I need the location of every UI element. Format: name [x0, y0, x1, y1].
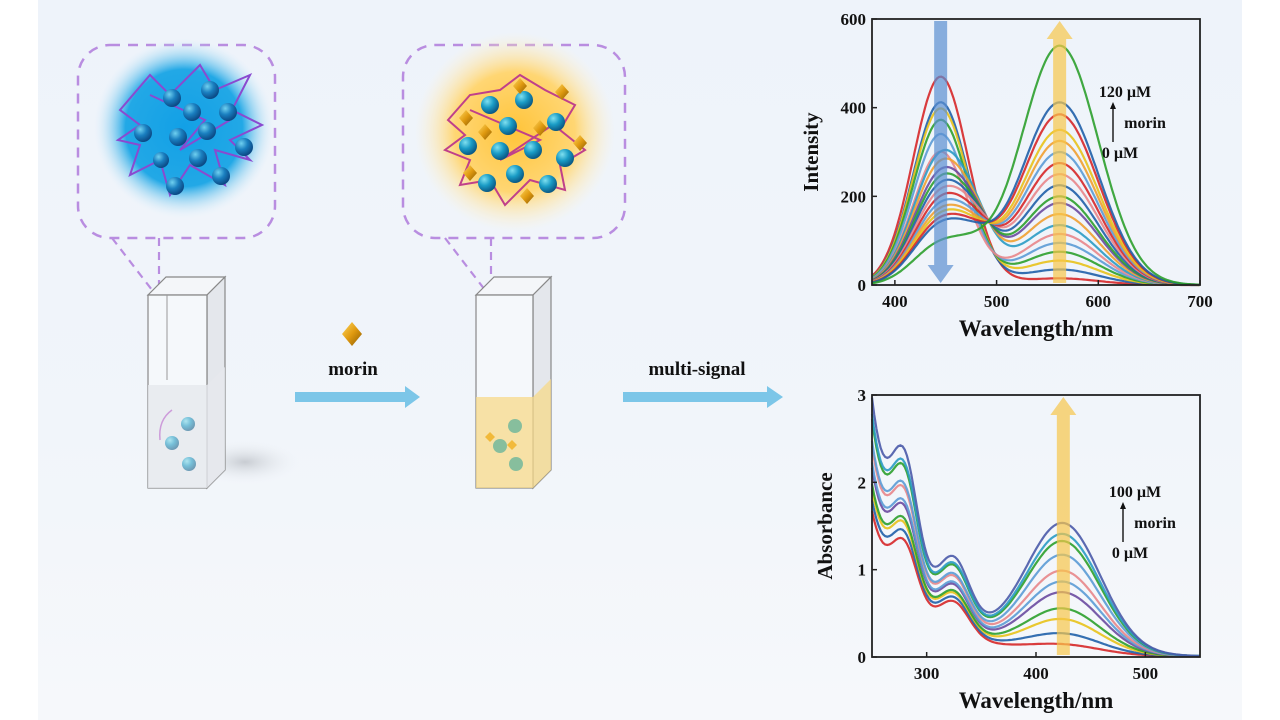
x-tick-label: 700	[1187, 292, 1213, 311]
series-line-10	[870, 397, 1200, 657]
complex-zoom-callout	[401, 32, 627, 292]
x-tick-label: 500	[984, 292, 1010, 311]
x-tick-label: 500	[1133, 664, 1159, 683]
plot-frame	[871, 18, 1201, 286]
x-axis-title: Wavelength/nm	[959, 316, 1114, 341]
x-tick-label: 300	[914, 664, 940, 683]
concentration-max-label: 100 µM	[1109, 484, 1161, 501]
y-tick-label: 2	[858, 473, 867, 492]
concentration-min-label: 0 µM	[1112, 545, 1148, 562]
morin-molecules	[459, 78, 587, 204]
x-tick-label: 400	[882, 292, 908, 311]
cuvette-complex	[474, 275, 553, 490]
blue-fluorescence-glow	[94, 38, 274, 218]
series-line-7	[870, 440, 1200, 658]
y-axis-title: Intensity	[799, 112, 823, 192]
cuvette-probe	[146, 275, 300, 490]
cuvette-solution	[476, 379, 551, 488]
nanoparticle-cluster	[134, 81, 253, 195]
y-tick-label: 0	[858, 648, 867, 667]
x-axis-title: Wavelength/nm	[959, 688, 1114, 713]
x-tick-label: 400	[1023, 664, 1049, 683]
morin-label: morin	[328, 359, 378, 380]
dashed-connector	[444, 237, 486, 291]
add-morin-step: morin	[295, 322, 420, 408]
y-axis-title: Absorbance	[813, 472, 837, 579]
y-tick-label: 200	[841, 187, 867, 206]
y-tick-label: 400	[841, 99, 867, 118]
trend-arrow-up-icon	[1050, 397, 1077, 655]
analyte-label: morin	[1124, 115, 1166, 132]
morin-diamond-icon	[342, 322, 362, 346]
y-tick-label: 3	[858, 386, 867, 405]
trend-arrow-up-icon	[1046, 21, 1073, 283]
multi-signal-label: multi-signal	[648, 359, 745, 380]
yellow-fluorescence-glow	[415, 32, 615, 232]
series-line-18	[871, 44, 1200, 286]
x-tick-label: 600	[1086, 292, 1112, 311]
multi-signal-step: multi-signal	[623, 359, 783, 408]
y-tick-label: 600	[841, 10, 867, 29]
arrow-up-icon	[1110, 102, 1116, 109]
concentration-min-label: 0 µM	[1102, 145, 1138, 162]
probe-zoom-callout	[76, 38, 277, 292]
y-tick-label: 0	[858, 276, 867, 295]
arrow-right-icon	[623, 386, 783, 408]
dashed-connector	[111, 237, 153, 291]
series-line-14	[871, 139, 1200, 286]
nanoparticle-cluster	[459, 91, 574, 193]
trend-arrow-down-icon	[927, 21, 954, 283]
series-line-3	[870, 483, 1200, 658]
concentration-max-label: 120 µM	[1099, 84, 1151, 101]
y-tick-label: 1	[858, 561, 867, 580]
analyte-label: morin	[1134, 515, 1176, 532]
arrow-up-icon	[1120, 502, 1126, 509]
series-line-17	[871, 101, 1200, 286]
arrow-right-icon	[295, 386, 420, 408]
